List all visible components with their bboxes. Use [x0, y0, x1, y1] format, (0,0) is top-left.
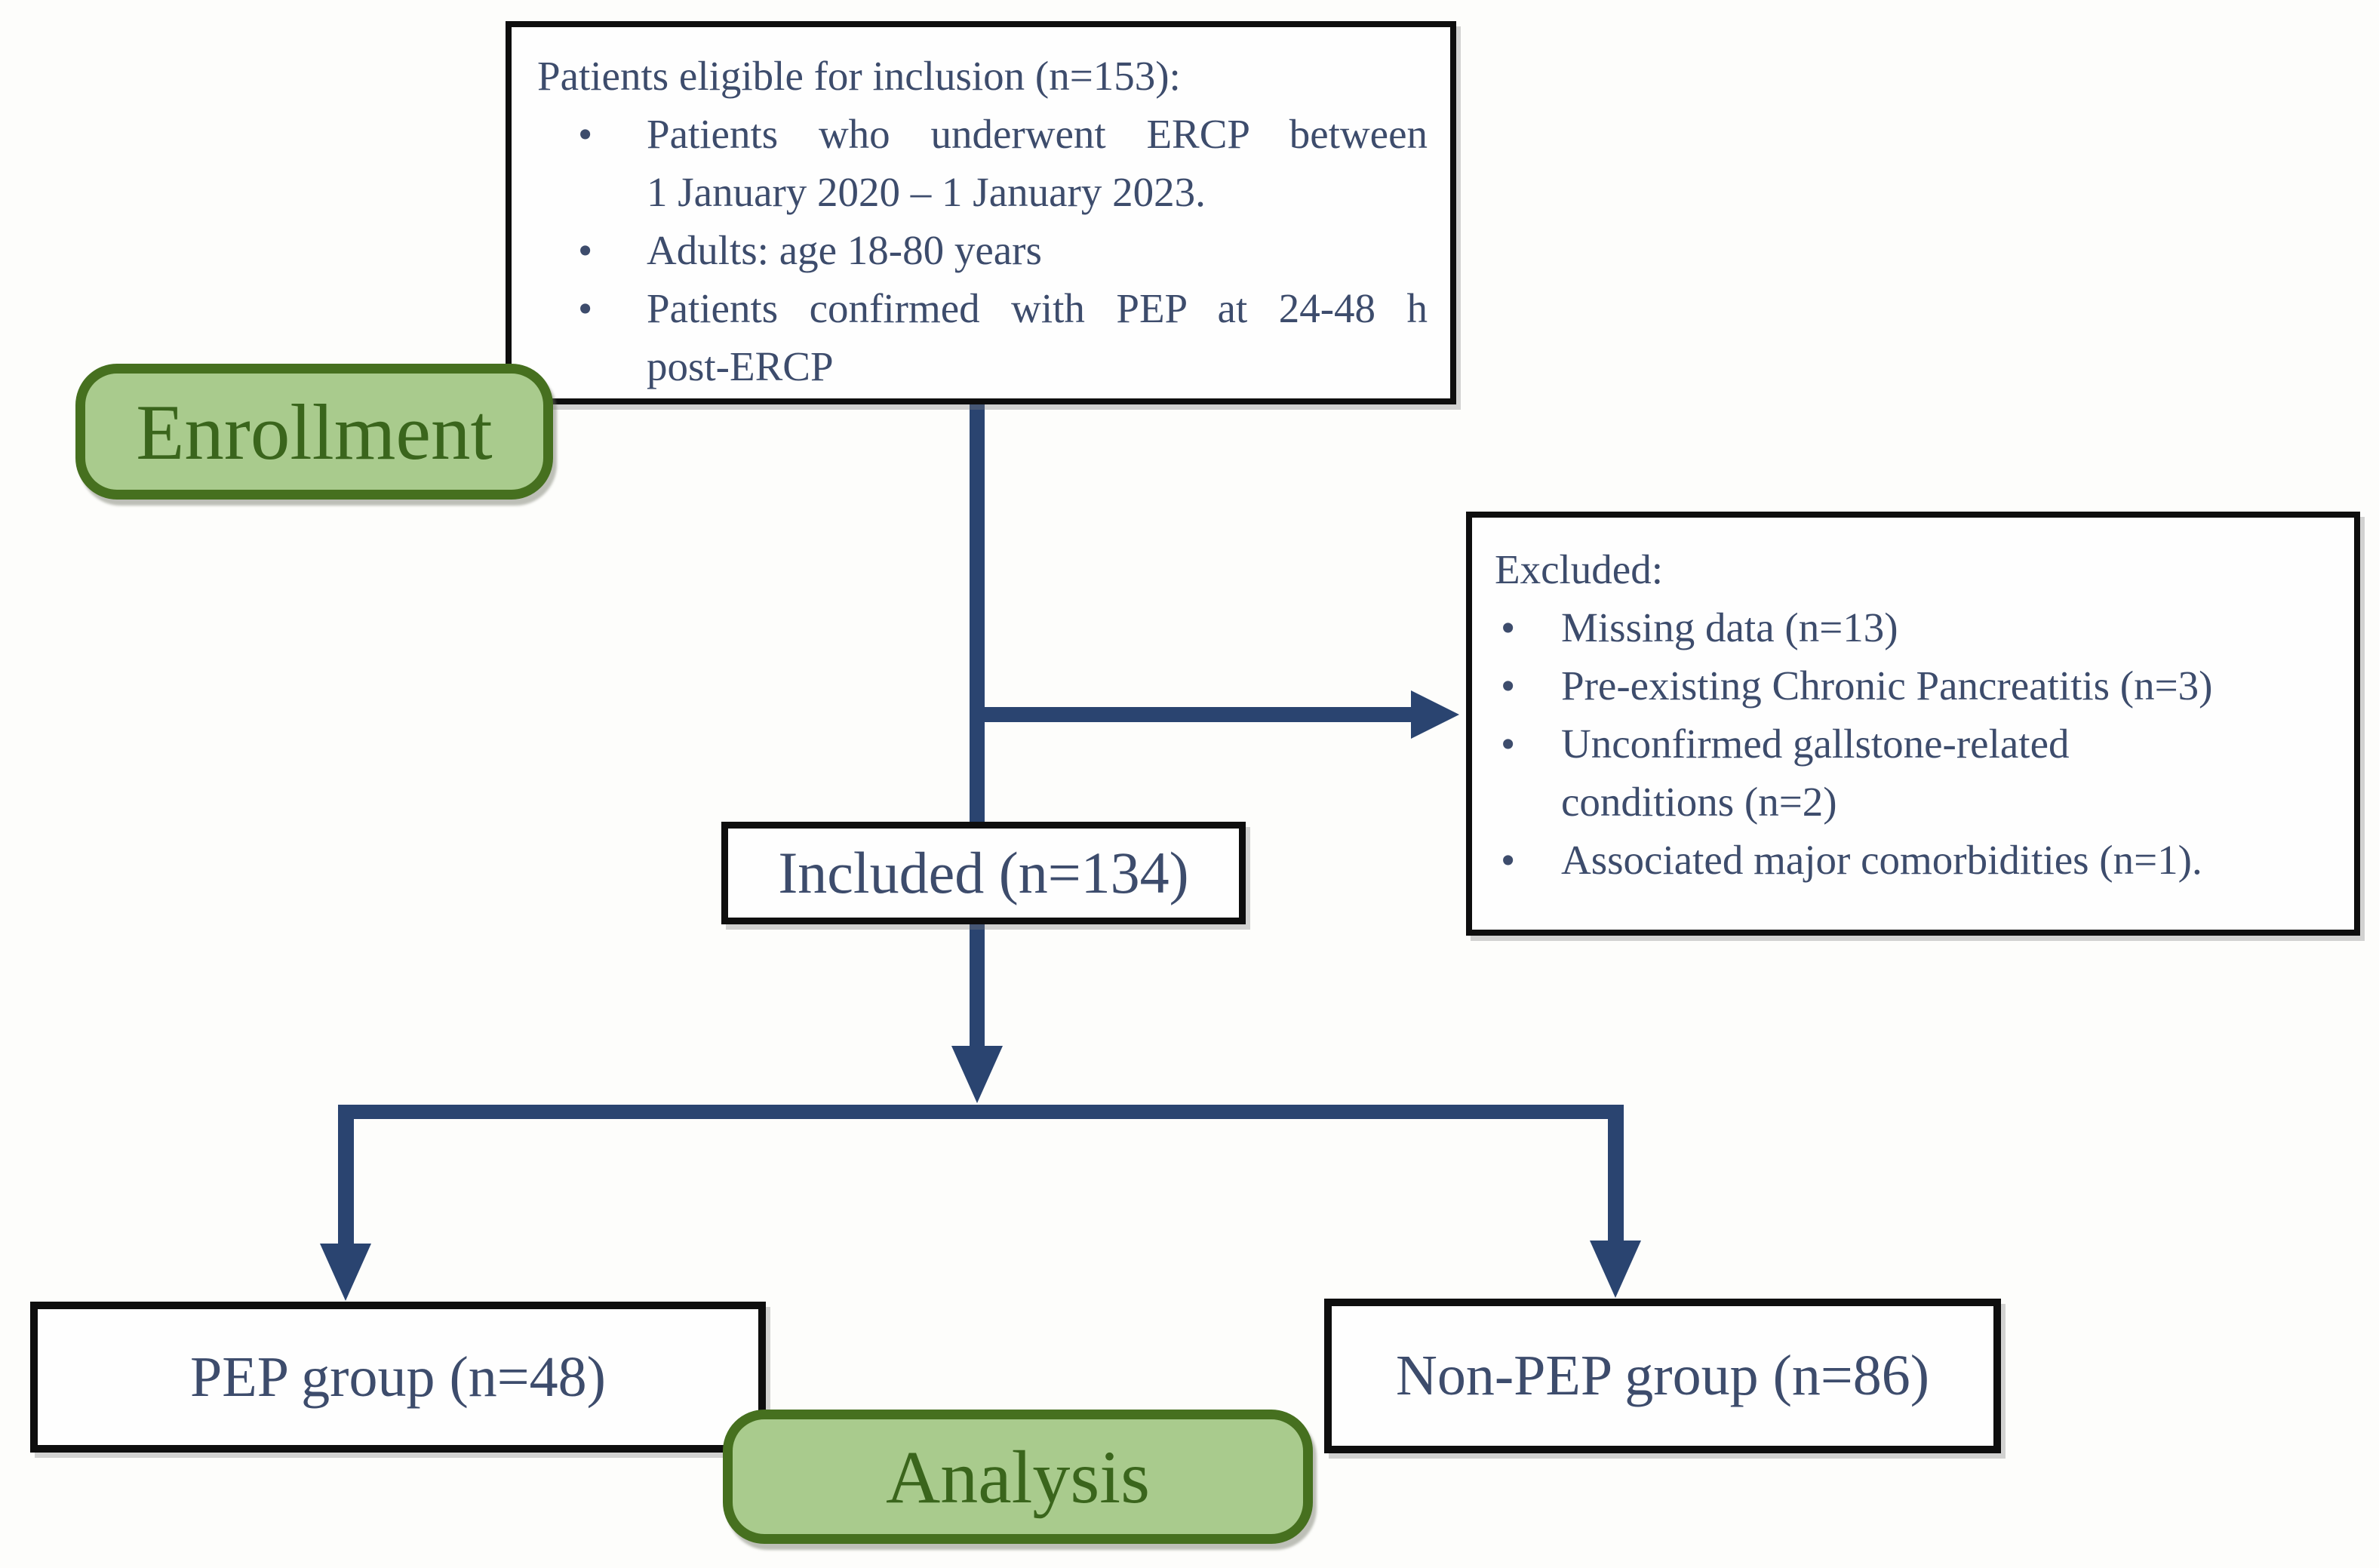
included-label: Included (n=134): [778, 840, 1189, 905]
eligible-bullet-text: 1 January 2020 – 1 January 2023.: [647, 169, 1206, 215]
pep-group-box: PEP group (n=48): [30, 1302, 766, 1453]
arrowhead-pep-group-icon: [320, 1244, 371, 1301]
analysis-badge: Analysis: [723, 1410, 1313, 1544]
excluded-bullet-text: conditions (n=2): [1561, 779, 1837, 825]
flow-line-to-non-pep-group: [1608, 1105, 1624, 1242]
eligible-box: Patients eligible for inclusion (n=153):…: [506, 21, 1456, 404]
bullet-icon: •: [1501, 663, 1516, 709]
eligible-title: Patients eligible for inclusion (n=153):: [537, 53, 1181, 99]
arrowhead-excluded-icon: [1411, 690, 1459, 739]
bullet-icon: •: [1501, 604, 1516, 650]
excluded-bullet-text: Pre-existing Chronic Pancreatitis (n=3): [1561, 663, 2213, 709]
flow-line-to-excluded: [970, 707, 1415, 722]
pep-group-label: PEP group (n=48): [190, 1345, 606, 1409]
bullet-icon: •: [578, 111, 593, 157]
excluded-bullet-item: • Associated major comorbidities (n=1).: [1495, 831, 2335, 889]
eligible-bullet-item: • Patients who underwent ERCP between 1 …: [537, 105, 1428, 221]
enrollment-badge: Enrollment: [75, 364, 553, 500]
excluded-bullet-item: • Unconfirmed gallstone-related conditio…: [1495, 715, 2335, 831]
excluded-bullet-text: Associated major comorbidities (n=1).: [1561, 837, 2202, 883]
bullet-icon: •: [1501, 721, 1516, 767]
excluded-bullet-text: Missing data (n=13): [1561, 604, 1898, 650]
excluded-box: Excluded: • Missing data (n=13) • Pre-ex…: [1466, 512, 2360, 936]
arrowhead-included-to-branch-icon: [951, 1046, 1003, 1103]
non-pep-group-box: Non-PEP group (n=86): [1324, 1299, 2001, 1453]
eligible-bullet-item: • Patients confirmed with PEP at 24-48 h…: [537, 279, 1428, 395]
arrowhead-non-pep-group-icon: [1590, 1241, 1641, 1298]
included-box: Included (n=134): [721, 822, 1246, 924]
excluded-bullet-item: • Pre-existing Chronic Pancreatitis (n=3…: [1495, 656, 2335, 715]
eligible-bullet-item: • Adults: age 18-80 years: [537, 221, 1428, 279]
enrollment-label: Enrollment: [136, 387, 493, 476]
eligible-bullet-text: Patients who underwent ERCP between: [647, 111, 1428, 157]
excluded-bullet-item: • Missing data (n=13): [1495, 598, 2335, 656]
bullet-icon: •: [578, 227, 593, 273]
eligible-bullet-text: post-ERCP: [647, 343, 834, 389]
flow-branch-line: [338, 1105, 1624, 1119]
eligible-bullet-text: Adults: age 18-80 years: [647, 227, 1042, 273]
flow-line-to-pep-group: [338, 1105, 354, 1245]
bullet-icon: •: [1501, 837, 1516, 883]
bullet-icon: •: [578, 285, 593, 331]
excluded-title: Excluded:: [1495, 546, 1663, 592]
excluded-bullet-text: Unconfirmed gallstone-related: [1561, 721, 2070, 767]
eligible-bullet-text: Patients confirmed with PEP at 24-48 h: [647, 285, 1428, 331]
non-pep-group-label: Non-PEP group (n=86): [1395, 1344, 1930, 1407]
analysis-label: Analysis: [886, 1434, 1150, 1519]
